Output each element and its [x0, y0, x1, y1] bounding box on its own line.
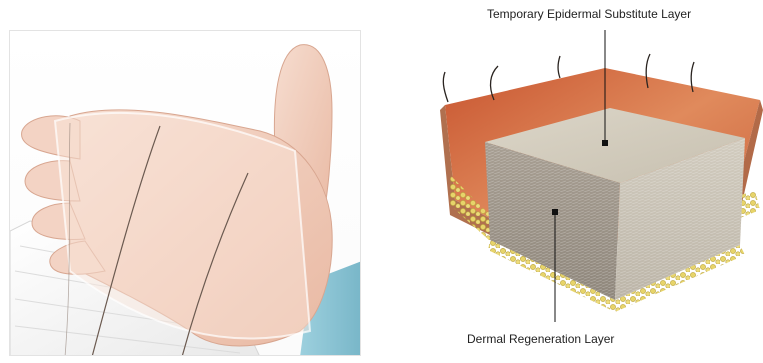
skin-cross-section-diagram	[410, 0, 763, 358]
cutaway-section	[485, 108, 745, 312]
skin-substitute-photo	[9, 30, 361, 356]
hand-illustration	[10, 31, 361, 356]
dermal-layer-label: Dermal Regeneration Layer	[467, 332, 614, 346]
epidermal-layer-label: Temporary Epidermal Substitute Layer	[487, 7, 691, 21]
